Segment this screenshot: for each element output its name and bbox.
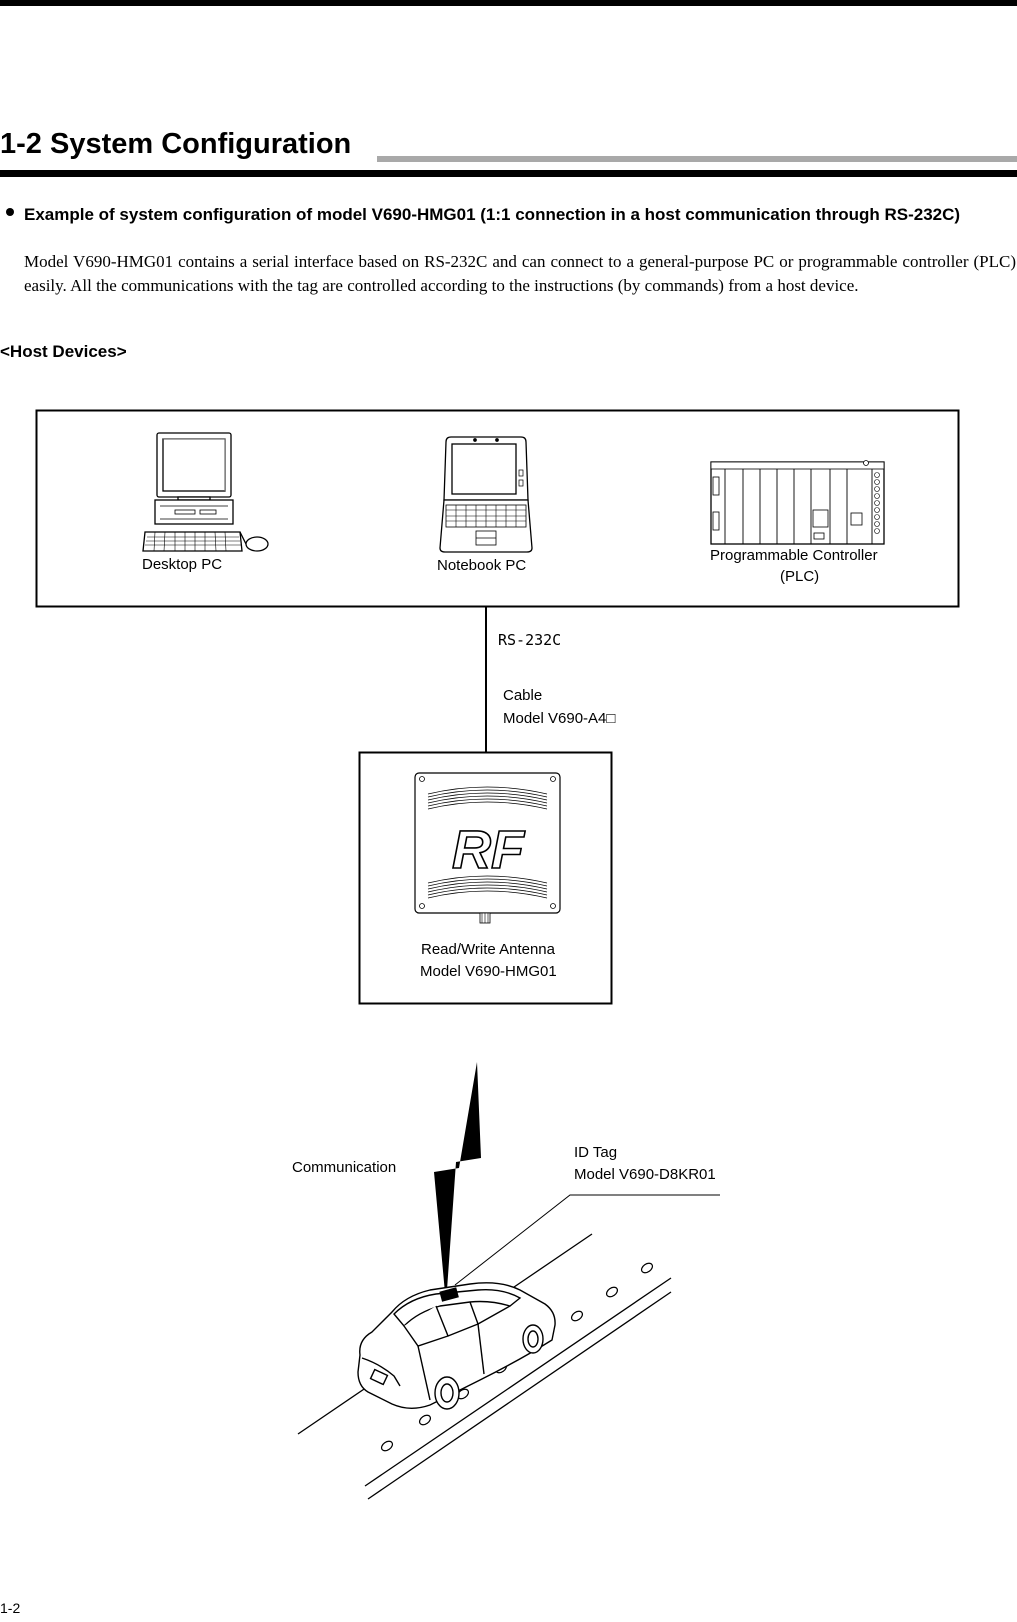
top-rule xyxy=(0,0,1017,6)
desktop-pc-label: Desktop PC xyxy=(142,556,222,573)
id-tag-icon xyxy=(439,1287,459,1302)
page-number: 1-2 xyxy=(0,1600,21,1616)
communication-label: Communication xyxy=(292,1159,396,1176)
title-rule-gray xyxy=(377,156,1017,162)
antenna-label-line1: Read/Write Antenna xyxy=(421,941,556,958)
notebook-pc-label: Notebook PC xyxy=(437,557,526,574)
communication-lightning-icon xyxy=(434,1062,481,1304)
plc-label-line2: (PLC) xyxy=(780,568,819,585)
section-title: 1-2 System Configuration xyxy=(0,128,352,160)
title-rule-black xyxy=(0,170,1017,177)
example-body: Model V690-HMG01 contains a serial inter… xyxy=(24,252,1016,295)
cable-label-line1: Cable xyxy=(503,687,542,704)
plc-label-line1: Programmable Controller xyxy=(710,547,878,564)
antenna-rf-logo: RF xyxy=(452,820,526,880)
read-write-antenna-icon xyxy=(414,772,561,924)
id-tag-label-line2: Model V690-D8KR01 xyxy=(574,1166,716,1183)
antenna-label-line2: Model V690-HMG01 xyxy=(420,963,557,980)
rs232c-label: RS-232C xyxy=(498,631,561,649)
notebook-pc-icon xyxy=(439,436,533,553)
host-devices-frame xyxy=(35,409,960,608)
desktop-pc-icon xyxy=(142,432,269,552)
antenna-frame xyxy=(358,751,613,1005)
plc-icon xyxy=(710,460,885,545)
host-devices-label: <Host Devices> xyxy=(0,342,127,361)
car-icon xyxy=(357,1282,556,1410)
bullet-icon xyxy=(6,208,14,216)
id-tag-label-line1: ID Tag xyxy=(574,1144,617,1161)
cable-label-line2: Model V690-A4□ xyxy=(503,710,615,727)
example-heading: Example of system configuration of model… xyxy=(24,205,961,224)
id-tag-leader-line xyxy=(454,1194,720,1286)
